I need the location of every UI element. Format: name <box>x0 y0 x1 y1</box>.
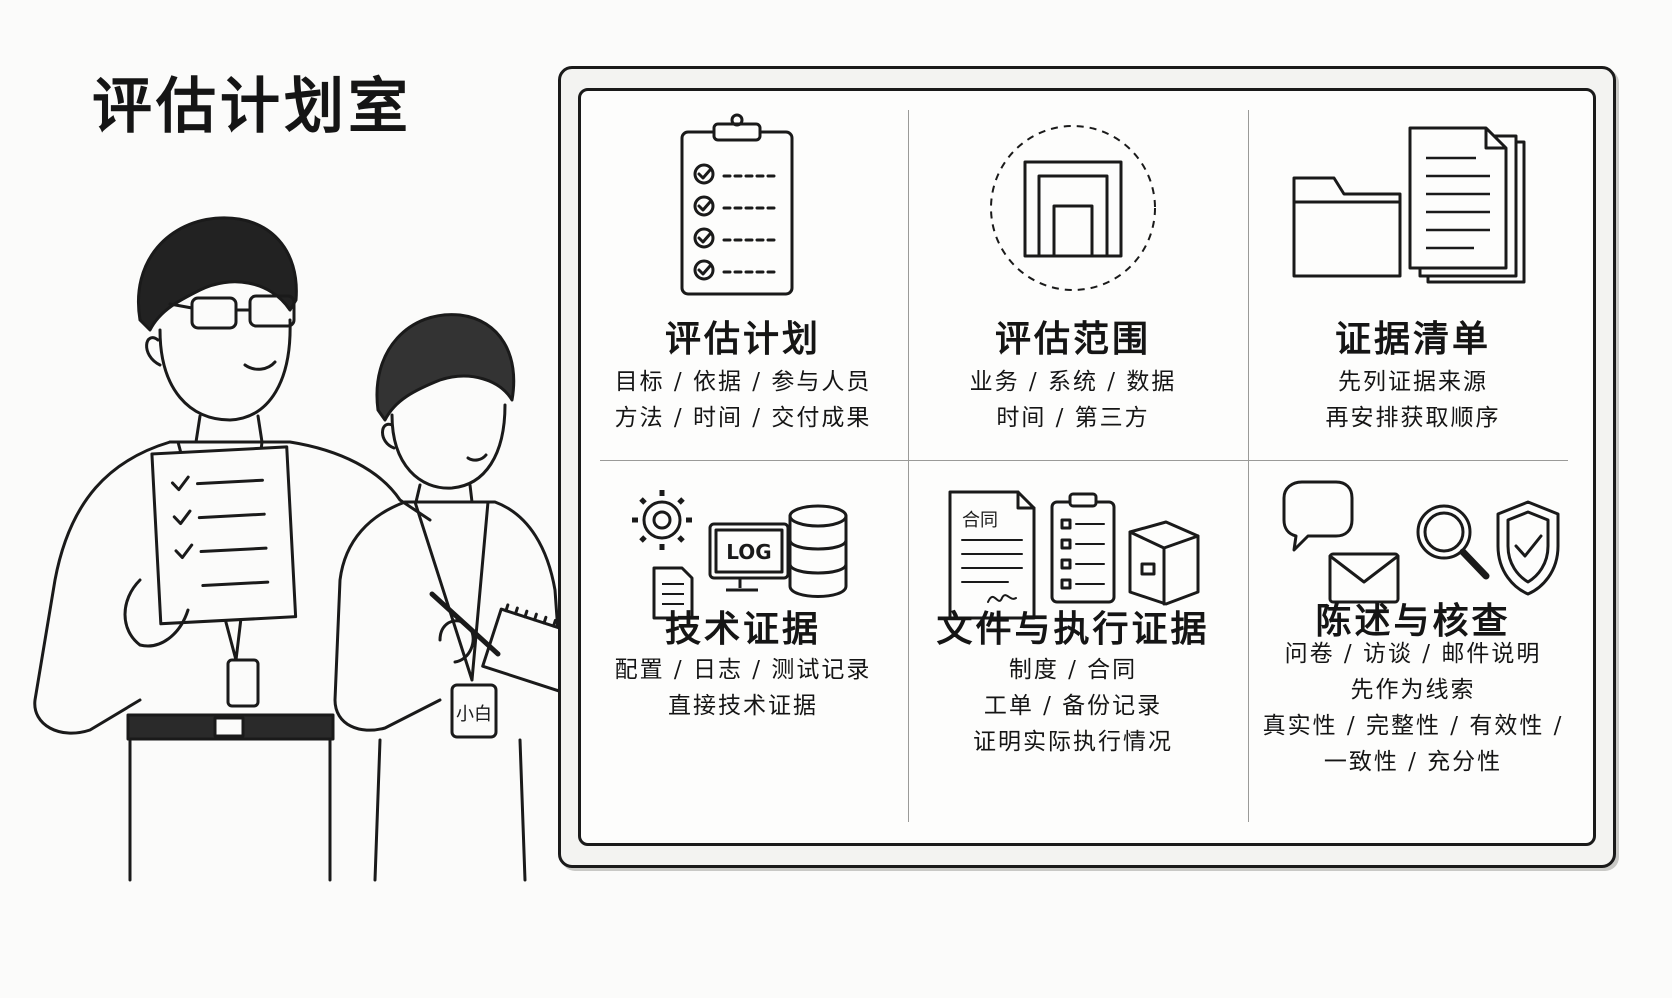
cell-title: 证据清单 <box>1334 318 1491 360</box>
cell-description: 配置 / 日志 / 测试记录 直接技术证据 <box>578 652 908 724</box>
grid-divider <box>1248 110 1249 822</box>
cell-line: 问卷 / 访谈 / 邮件说明 <box>1284 641 1542 667</box>
cell-line: 真实性 / 完整性 / 有效性 / <box>1262 713 1564 739</box>
cell-line: 时间 / 第三方 <box>996 405 1150 431</box>
log-icon-label: LOG <box>726 540 771 564</box>
cell-line: 先列证据来源 <box>1338 369 1488 395</box>
cell-description: 制度 / 合同 工单 / 备份记录 证明实际执行情况 <box>908 652 1238 760</box>
cell-evidence-list: 证据清单 先列证据来源 再安排获取顺序 <box>1248 110 1578 460</box>
cell-technical-evidence: LOG 技术证据 配置 / 日志 / 测试记录 直接技术证据 <box>578 468 908 822</box>
scope-boundary-icon <box>990 125 1156 291</box>
cell-line: 一致性 / 充分性 <box>1323 749 1503 775</box>
contract-workorder-box-icon: 合同 <box>948 490 1200 620</box>
config-log-database-icon: LOG <box>632 490 848 620</box>
kid-badge-name: 小白 <box>456 704 492 725</box>
page-title: 评估计划室 <box>92 72 412 142</box>
cell-statement-verification: 陈述与核查 问卷 / 访谈 / 邮件说明 先作为线索 真实性 / 完整性 / 有… <box>1248 468 1578 822</box>
cell-assessment-scope: 评估范围 业务 / 系统 / 数据 时间 / 第三方 <box>908 110 1238 460</box>
cell-line: 配置 / 日志 / 测试记录 <box>614 657 872 683</box>
cell-line: 直接技术证据 <box>668 693 818 719</box>
clipboard-checklist-icon <box>680 113 794 296</box>
contract-icon-label: 合同 <box>962 510 998 531</box>
cell-line: 再安排获取顺序 <box>1325 405 1501 431</box>
cell-line: 方法 / 时间 / 交付成果 <box>614 405 872 431</box>
cell-title: 评估范围 <box>994 318 1151 360</box>
cell-line: 业务 / 系统 / 数据 <box>969 369 1177 395</box>
cell-description: 目标 / 依据 / 参与人员 方法 / 时间 / 交付成果 <box>578 364 908 436</box>
cell-description: 业务 / 系统 / 数据 时间 / 第三方 <box>908 364 1238 436</box>
message-search-shield-icon <box>1282 480 1560 604</box>
cell-line: 目标 / 依据 / 参与人员 <box>614 369 872 395</box>
cell-line: 工单 / 备份记录 <box>983 693 1163 719</box>
cell-line: 先作为线索 <box>1350 677 1476 703</box>
grid-divider <box>908 110 909 822</box>
cell-title: 评估计划 <box>664 318 821 360</box>
cell-document-execution-evidence: 合同 文件与执行证据 制度 / 合同 工单 / 备份记录 证明实际执行情况 <box>908 468 1238 822</box>
cell-title: 文件与执行证据 <box>936 608 1210 650</box>
folder-documents-icon <box>1292 126 1526 284</box>
cell-line: 制度 / 合同 <box>1008 657 1138 683</box>
cell-description: 先列证据来源 再安排获取顺序 <box>1248 364 1578 436</box>
cell-title: 陈述与核查 <box>1315 600 1511 642</box>
cell-assessment-plan: 评估计划 目标 / 依据 / 参与人员 方法 / 时间 / 交付成果 <box>578 110 908 460</box>
cell-title: 技术证据 <box>664 608 821 650</box>
grid-divider <box>600 460 1568 461</box>
cell-line: 证明实际执行情况 <box>973 729 1173 755</box>
people-illustration: 小白 <box>33 216 579 882</box>
cell-description: 问卷 / 访谈 / 邮件说明 先作为线索 真实性 / 完整性 / 有效性 / 一… <box>1248 636 1578 780</box>
